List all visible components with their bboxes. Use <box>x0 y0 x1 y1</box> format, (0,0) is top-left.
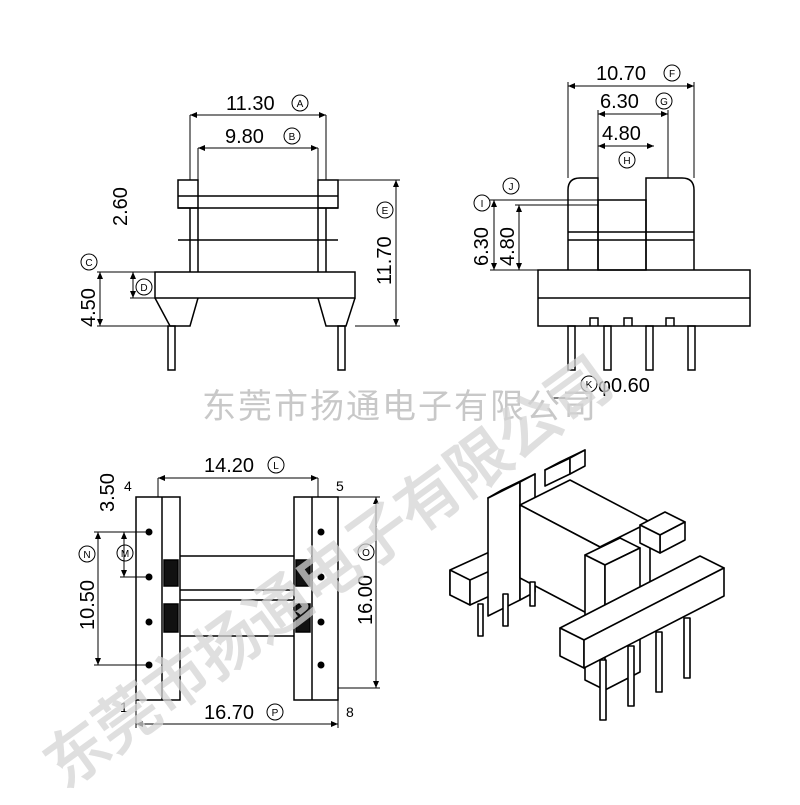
dim-l-label: L <box>273 461 279 472</box>
side-pin-1 <box>567 325 576 371</box>
dim-o-value: 16.00 <box>355 575 377 625</box>
pin-hole <box>145 528 153 536</box>
company-banner: 东莞市扬通电子有限公司 <box>202 388 598 426</box>
side-pin-2 <box>603 325 612 371</box>
iso-pin <box>599 659 607 721</box>
pin-hole <box>145 573 153 581</box>
front-base <box>154 271 356 299</box>
dim-i-value: 6.30 <box>471 227 493 266</box>
dim-f-value: 10.70 <box>596 63 646 85</box>
pin-hole <box>145 618 153 626</box>
dim-h-value: 4.80 <box>602 123 641 145</box>
pin-hole <box>317 528 325 536</box>
iso-pin <box>683 617 691 679</box>
front-pin-right <box>337 325 346 371</box>
pin-diameter-value: φ0.60 <box>598 375 650 397</box>
dim-d-label: D <box>140 283 147 294</box>
bottom-view-labels: 14.20 L 16.70 P 16.00 O 10.50 N 3.50 M 4… <box>77 455 377 724</box>
dim-n-label: N <box>83 550 90 561</box>
dim-p-value: 16.70 <box>204 702 254 724</box>
front-view-dimensions <box>97 112 400 327</box>
pin-number-5: 5 <box>336 478 344 494</box>
front-view-labels: 11.30 A 9.80 B 11.70 E 4.50 C 2.60 D <box>78 93 396 327</box>
pin-hole <box>317 661 325 669</box>
bottom-right-rail <box>293 496 339 701</box>
dim-g-label: G <box>660 97 668 108</box>
dim-o-label: O <box>362 548 370 559</box>
dim-h-label: H <box>623 156 630 167</box>
bottom-view-dimensions <box>94 475 380 728</box>
pin-number-4: 4 <box>124 478 132 494</box>
iso-pin <box>655 631 663 693</box>
dim-b-label: B <box>289 132 296 143</box>
side-pin-3 <box>645 325 654 371</box>
dim-k-label: K <box>586 380 593 391</box>
dim-f-label: F <box>669 69 675 80</box>
pin-hole <box>317 618 325 626</box>
front-right-top-flange <box>317 179 339 209</box>
side-view <box>537 177 751 371</box>
dim-j-value: 4.80 <box>497 227 519 266</box>
side-pin-4 <box>687 325 696 371</box>
pin-number-8: 8 <box>346 704 354 720</box>
pin-number-1: 1 <box>120 699 128 715</box>
front-view <box>154 179 356 371</box>
front-left-top-flange <box>177 179 199 209</box>
dim-n-value: 10.50 <box>77 580 99 630</box>
dim-m-value: 3.50 <box>97 473 119 512</box>
bottom-view-pins <box>145 528 325 669</box>
front-pin-left <box>167 325 176 371</box>
iso-pin <box>627 645 635 707</box>
dim-c-value: 4.50 <box>78 288 100 327</box>
dim-b-value: 9.80 <box>225 126 264 148</box>
dim-c-label: C <box>85 258 92 269</box>
side-core <box>597 199 647 271</box>
pin-hole <box>145 661 153 669</box>
iso-front-base-side <box>583 567 725 669</box>
dim-g-value: 6.30 <box>600 91 639 113</box>
dim-a-value: 11.30 <box>226 93 275 115</box>
dim-l-value: 14.20 <box>204 455 254 477</box>
dim-d-value: 2.60 <box>110 187 132 226</box>
isometric-view <box>449 449 725 721</box>
side-view-labels: 10.70 F 6.30 G 4.80 H 6.30 I 4.80 J K φ0… <box>471 63 681 397</box>
dim-m-label: M <box>121 549 129 560</box>
pin-hole <box>317 573 325 581</box>
dim-a-label: A <box>297 99 304 110</box>
dim-j-label: J <box>509 182 514 193</box>
dim-p-label: P <box>272 708 279 719</box>
dim-e-label: E <box>382 206 389 217</box>
dim-i-label: I <box>481 199 484 210</box>
dim-e-value: 11.70 <box>374 236 396 285</box>
side-view-dimensions <box>490 82 695 399</box>
